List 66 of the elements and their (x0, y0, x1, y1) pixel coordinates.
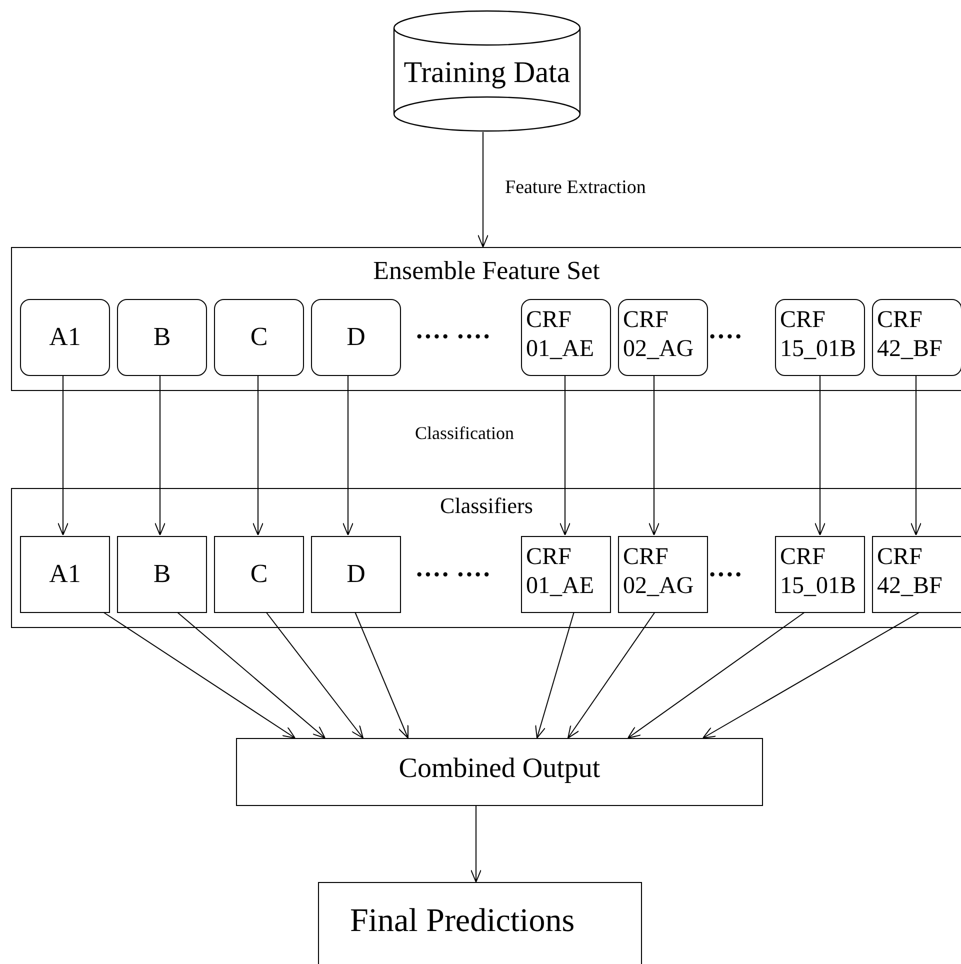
node-text: Combined Output (398, 753, 602, 785)
arrow (154, 374, 166, 536)
arrow (266, 612, 364, 738)
classifier-box (117, 536, 207, 613)
classifier-box (618, 536, 708, 613)
arrow (560, 374, 570, 536)
ellipsis: ···· (708, 560, 743, 590)
feature-box (117, 299, 207, 376)
node-text: Final Predictions (350, 903, 575, 940)
ellipsis: ···· (708, 322, 743, 352)
database-cylinder (393, 10, 581, 132)
arrow (252, 374, 264, 536)
arrow (470, 806, 482, 882)
node-text: Classifiers (439, 493, 534, 519)
node-text: Ensemble Feature Set (372, 256, 601, 286)
node-text: B (152, 559, 172, 589)
node-text: CRF 01_AE (526, 543, 595, 601)
stage-label: Classification (415, 423, 514, 444)
arrow (478, 132, 488, 248)
arrow (58, 374, 68, 536)
node-text: A1 (48, 559, 82, 589)
arrow (354, 612, 408, 738)
node-text: D (346, 322, 366, 352)
arrow (535, 612, 574, 738)
arrow (342, 374, 354, 536)
node-text: CRF 15_01B (780, 543, 858, 601)
feature-box (20, 299, 110, 376)
feature-box (311, 299, 401, 376)
feature-box (872, 299, 961, 376)
classifier-box (20, 536, 110, 613)
feature-box (521, 299, 611, 376)
arrow (910, 374, 922, 536)
group-panel (11, 488, 961, 628)
node-text: Training Data (402, 56, 572, 90)
classifier-box (311, 536, 401, 613)
node-text: B (152, 322, 172, 352)
ellipsis: ···· ···· (415, 322, 491, 352)
node-text: CRF 02_AG (623, 543, 695, 601)
node-text: C (249, 322, 269, 352)
node-text: CRF 15_01B (780, 306, 858, 364)
classifier-box (521, 536, 611, 613)
edge-label: Feature Extraction (505, 176, 646, 198)
node-text: CRF 02_AG (623, 306, 695, 364)
classifier-box (214, 536, 304, 613)
arrow (648, 374, 660, 536)
feature-box (775, 299, 865, 376)
node-text: D (346, 559, 366, 589)
classifier-box (872, 536, 961, 613)
node-text: C (249, 559, 269, 589)
group-panel (11, 247, 961, 391)
arrow (814, 374, 826, 536)
combiner-box (236, 738, 763, 806)
arrow (702, 612, 920, 738)
output-box (318, 882, 642, 964)
arrow (628, 612, 806, 738)
arrow (102, 612, 296, 738)
node-text: CRF 01_AE (526, 306, 595, 364)
feature-box (618, 299, 708, 376)
classifier-box (775, 536, 865, 613)
node-text: CRF 42_BF (877, 306, 944, 364)
arrow (568, 612, 656, 738)
node-text: A1 (48, 322, 82, 352)
feature-box (214, 299, 304, 376)
ellipsis: ···· ···· (415, 560, 491, 590)
arrow (176, 612, 326, 738)
node-text: CRF 42_BF (877, 543, 944, 601)
